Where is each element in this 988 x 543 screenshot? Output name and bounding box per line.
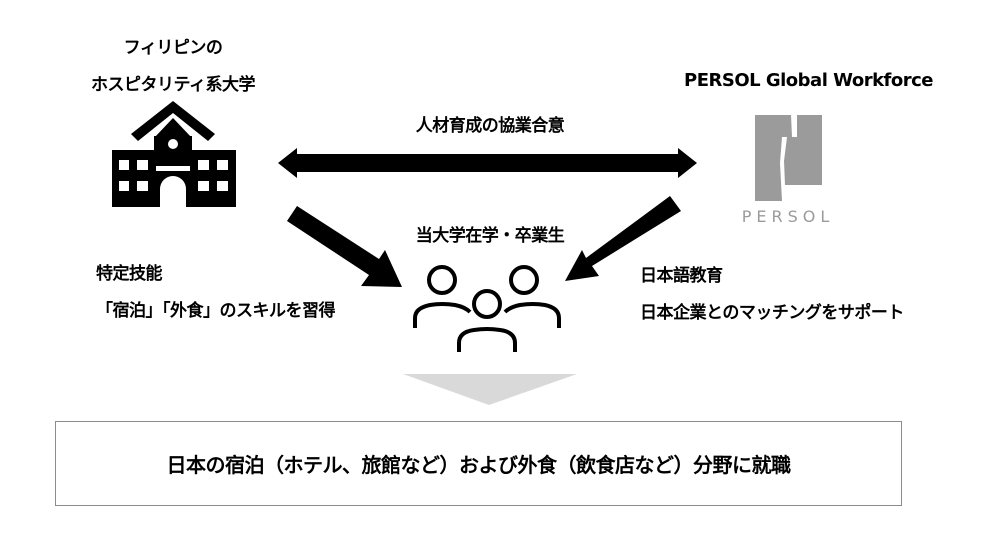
persol-logo-text: PERSOL (741, 207, 835, 226)
persol-logo-icon (755, 115, 822, 201)
partner-contribution-line2: 日本企業とのマッチングをサポート (640, 303, 904, 323)
down-arrow-icon (403, 374, 577, 405)
university-title-line1: フィリピンの (123, 38, 223, 58)
partner-contribution-line1: 日本語教育 (640, 266, 723, 286)
university-contribution-line1: 特定技能 (96, 264, 163, 284)
outcome-text: 日本の宿泊（ホテル、旅館など）および外食（飲食店など）分野に就職 (166, 453, 792, 477)
agreement-label: 人材育成の協業合意 (415, 116, 565, 136)
people-group-icon (413, 265, 561, 352)
university-title-line2: ホスピタリティ系大学 (91, 75, 255, 95)
double-arrow-icon (278, 148, 697, 178)
university-title: フィリピンの ホスピタリティ系大学 (80, 33, 266, 95)
arrow-from-persol-icon (565, 196, 681, 281)
university-contribution-line2: 「宿泊」「外食」のスキルを習得 (96, 301, 336, 321)
arrow-from-university-icon (287, 206, 402, 287)
school-building-icon (112, 101, 236, 207)
students-label: 当大学在学・卒業生 (415, 226, 565, 246)
university-contribution: 特定技能 「宿泊」「外食」のスキルを習得 (96, 259, 336, 321)
outcome-box: 日本の宿泊（ホテル、旅館など）および外食（飲食店など）分野に就職 (55, 421, 902, 506)
partner-title: PERSOL Global Workforce (684, 70, 934, 91)
partner-contribution: 日本語教育 日本企業とのマッチングをサポート (640, 261, 904, 323)
